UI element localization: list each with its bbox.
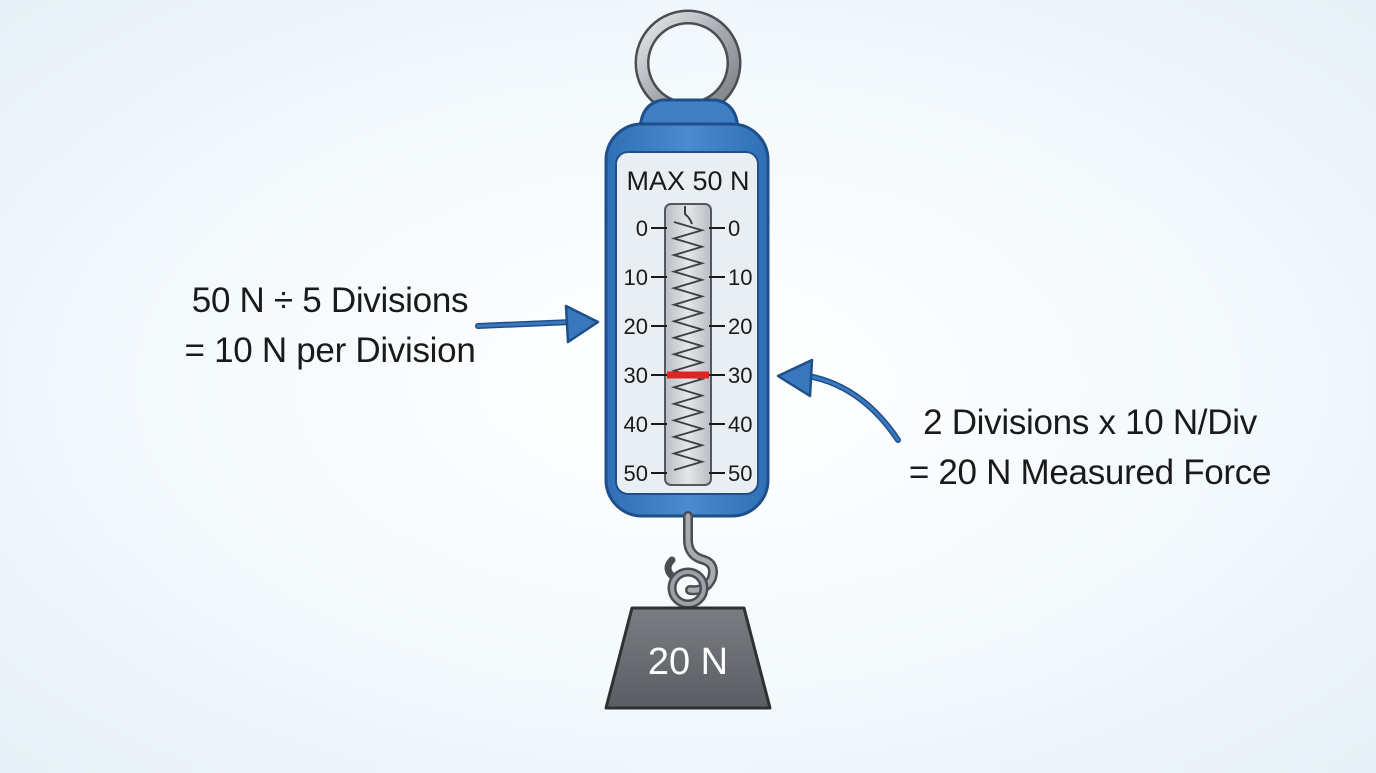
left-callout-line-1: 50 N ÷ 5 Divisions xyxy=(191,281,469,320)
spring-tube xyxy=(664,203,712,486)
tick-label-left: 20 xyxy=(624,314,648,339)
hook-tip xyxy=(664,556,676,580)
tick-label-left: 0 xyxy=(636,216,648,241)
weight-label: 20 N xyxy=(648,641,728,683)
spring-coil xyxy=(670,221,706,471)
reading-indicator xyxy=(667,371,709,379)
tick-label-right: 40 xyxy=(728,412,752,437)
hanging-ring-highlight xyxy=(637,12,739,114)
left-callout-text: 50 N ÷ 5 Divisions = 10 N per Division xyxy=(150,276,510,376)
scale-ticks: 0 0 10 10 20 20 30 30 40 40 50 50 xyxy=(624,216,753,486)
weight-ring-highlight xyxy=(670,570,706,606)
tick-label-left: 10 xyxy=(624,265,648,290)
left-callout-arrow-shaft-inner xyxy=(476,320,574,328)
weight-block xyxy=(604,606,772,710)
right-callout-line-2: = 20 N Measured Force xyxy=(908,453,1272,492)
tick-label-right: 0 xyxy=(728,216,740,241)
tick-label-right: 50 xyxy=(728,461,752,486)
tick-label-left: 40 xyxy=(624,412,648,437)
spring-top-hook xyxy=(684,206,693,225)
tick-label-right: 20 xyxy=(728,314,752,339)
right-callout-line-1: 2 Divisions x 10 N/Div xyxy=(923,403,1257,442)
right-callout-arrowhead xyxy=(776,358,814,398)
tick-label-left: 30 xyxy=(624,363,648,388)
max-capacity-label: MAX 50 N xyxy=(626,166,749,196)
right-callout-text: 2 Divisions x 10 N/Div = 20 N Measured F… xyxy=(880,398,1300,498)
right-callout-arrow-shaft-inner xyxy=(806,374,900,442)
left-callout-line-2: = 10 N per Division xyxy=(184,331,476,370)
tick-label-left: 50 xyxy=(624,461,648,486)
tick-label-right: 30 xyxy=(728,363,752,388)
left-callout-arrowhead xyxy=(564,304,600,344)
tick-label-right: 10 xyxy=(728,265,752,290)
